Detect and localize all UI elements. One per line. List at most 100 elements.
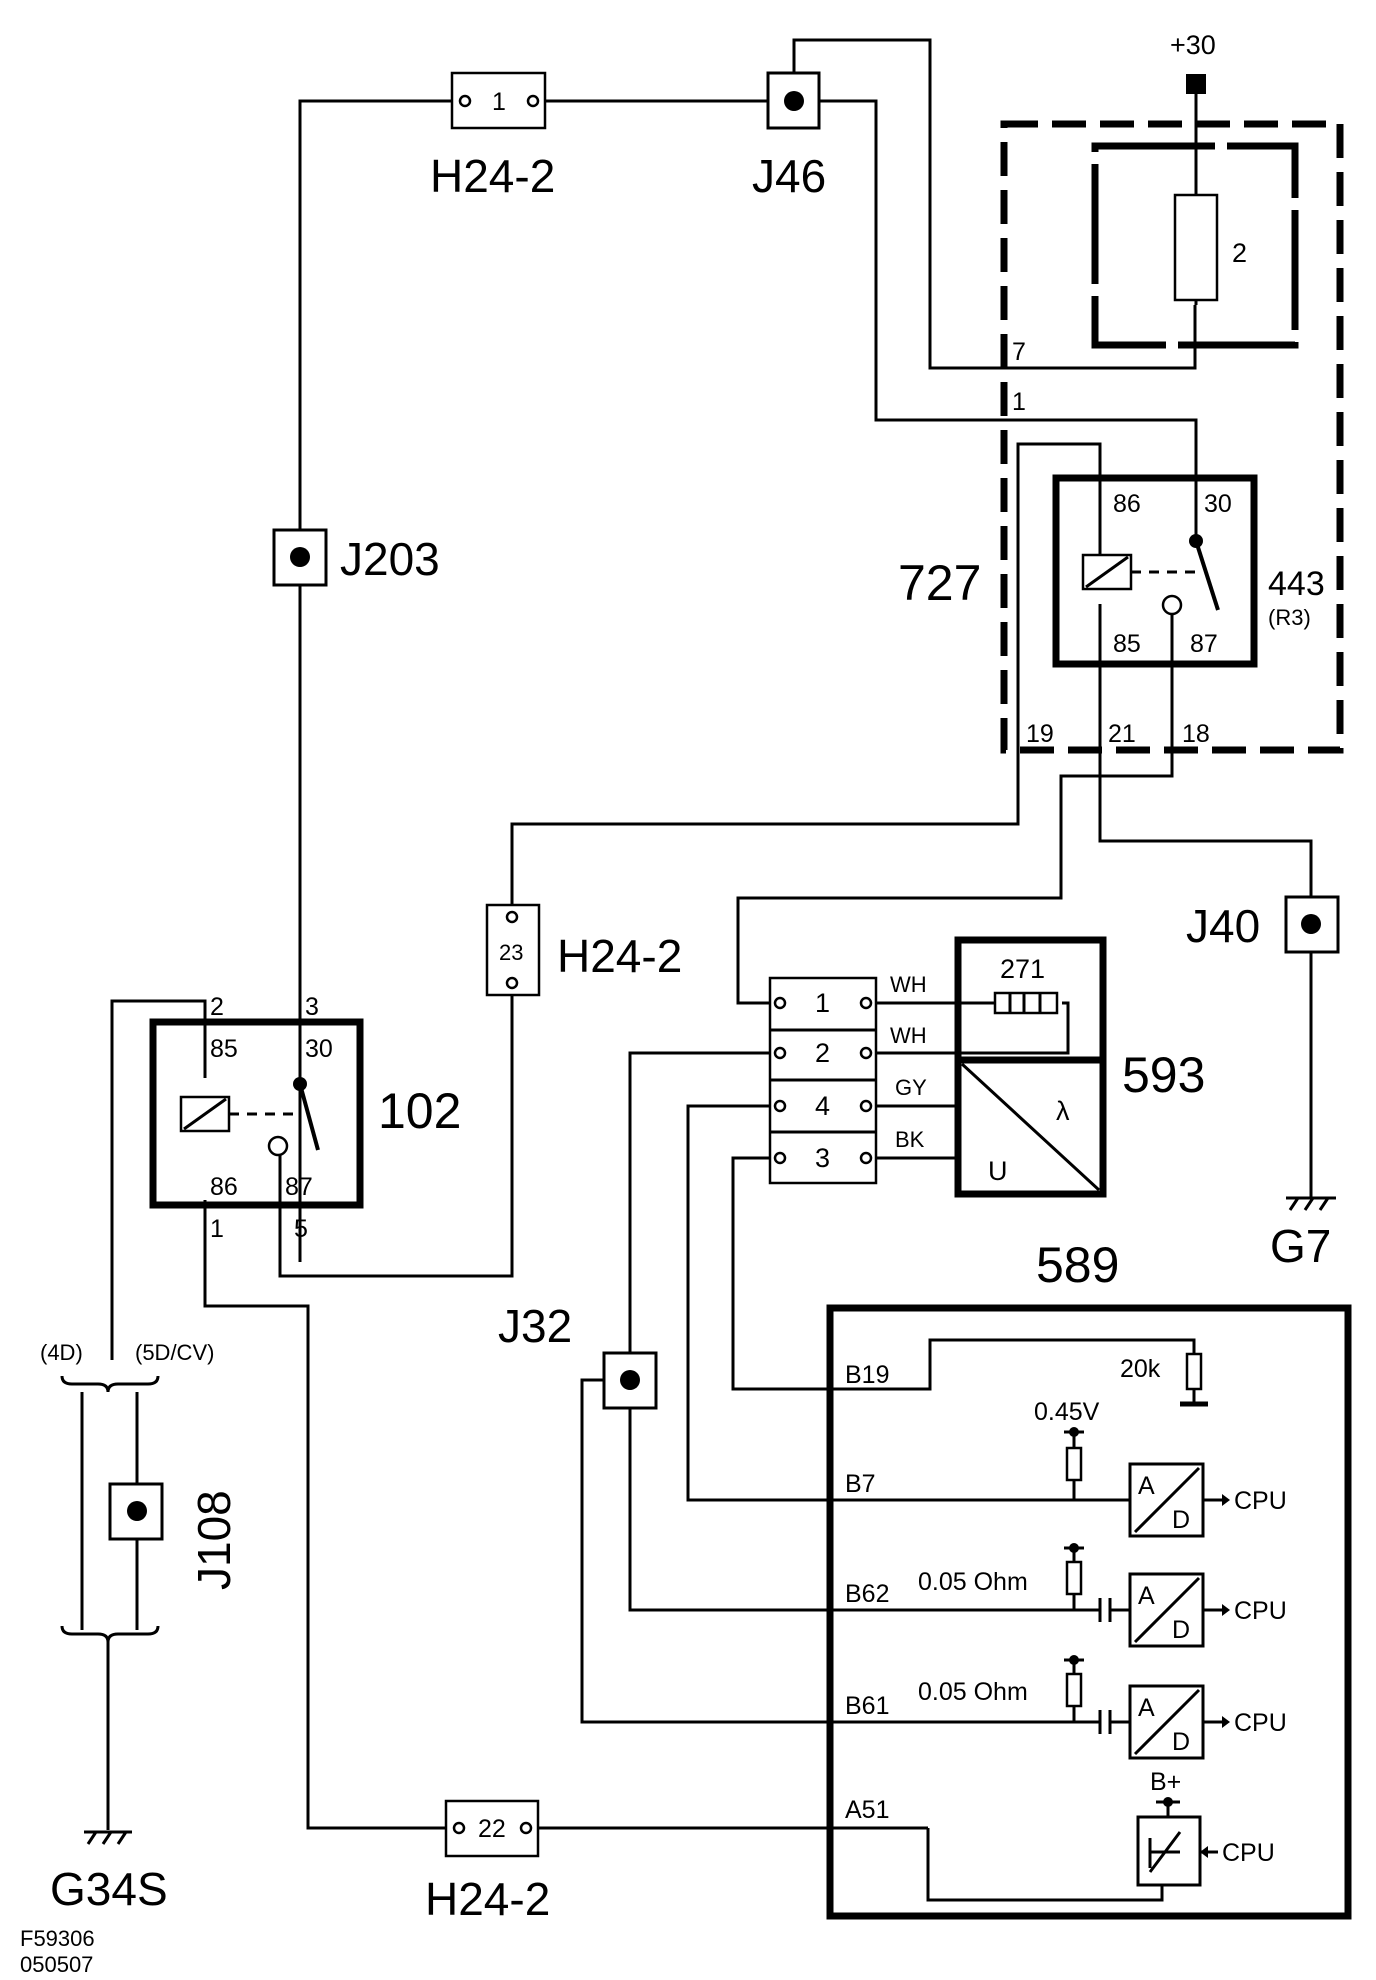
label-h24-2-bottom: H24-2 xyxy=(425,1873,550,1925)
label-g7: G7 xyxy=(1270,1220,1331,1272)
box-pin-7: 7 xyxy=(1012,338,1026,366)
wires xyxy=(80,38,1313,1902)
adc-b62 xyxy=(1128,1572,1205,1648)
box-pin-1: 1 xyxy=(1012,388,1026,416)
wire-color-gy: GY xyxy=(895,1075,927,1100)
plus30-label: +30 xyxy=(1170,30,1216,60)
heater-resistor-icon xyxy=(993,991,1059,1015)
r102-pin30: 30 xyxy=(305,1035,333,1063)
label-j108: J108 xyxy=(188,1490,240,1590)
wire-pin19-h24 xyxy=(510,750,1020,910)
footer-code: F59306 xyxy=(20,1926,95,1951)
label-20k: 20k xyxy=(1120,1355,1161,1383)
r102-pin1: 1 xyxy=(210,1215,224,1243)
label-j32: J32 xyxy=(498,1300,572,1352)
g7-ground-icon xyxy=(1286,1196,1336,1211)
ecu-pin-b61: B61 xyxy=(845,1692,889,1720)
wire-j46-pin1 xyxy=(816,99,1198,535)
wire-j46-pin7 xyxy=(792,38,1197,370)
label-443: 443 xyxy=(1268,565,1325,603)
wire-pin18 xyxy=(736,614,1174,1005)
relay443-contact xyxy=(1194,540,1220,611)
relay-443 xyxy=(1052,474,1258,668)
box-pin-21: 21 xyxy=(1108,720,1136,748)
label-271: 271 xyxy=(1000,954,1045,984)
label-j46: J46 xyxy=(752,150,826,202)
plus30-terminal xyxy=(1186,74,1206,94)
fuse-2 xyxy=(1173,193,1219,302)
label-727: 727 xyxy=(898,555,981,611)
box-pin-19: 19 xyxy=(1026,720,1054,748)
relay-box-727 xyxy=(1000,120,1344,754)
label-h24-2-top: H24-2 xyxy=(430,150,555,202)
wire-102-pin2 xyxy=(110,999,207,1360)
h24-22-left xyxy=(452,1821,466,1835)
adc-b61-a: A xyxy=(1138,1694,1155,1722)
conn-pin-2: 2 xyxy=(815,1038,830,1068)
brace-bottom xyxy=(60,1625,160,1643)
arrow-b62-icon xyxy=(1222,1604,1230,1616)
footer-date: 050507 xyxy=(20,1952,93,1977)
wire-pin3-b19 xyxy=(731,1156,830,1391)
wire-pin19 xyxy=(1016,442,1102,820)
r102-pin87: 87 xyxy=(285,1173,313,1201)
wire-102-pin1 xyxy=(203,1200,446,1830)
conn-pin-4: 4 xyxy=(815,1091,830,1121)
h24-23-bottom xyxy=(505,976,519,990)
h24-22-right xyxy=(519,1821,533,1835)
sensor-u: U xyxy=(988,1156,1008,1186)
label-ohm-61: 0.05 Ohm xyxy=(918,1678,1028,1706)
h24-23-pin: 23 xyxy=(499,940,523,965)
adc-b62-d: D xyxy=(1172,1616,1190,1644)
resistor-ohm-61 xyxy=(1065,1672,1083,1708)
j32-dot xyxy=(620,1370,640,1390)
resistor-20k xyxy=(1185,1352,1203,1391)
label-j203: J203 xyxy=(340,533,440,585)
wire-j32-b61 xyxy=(580,1378,830,1724)
j46-dot xyxy=(784,91,804,111)
box-pin-18: 18 xyxy=(1182,720,1210,748)
wire-pin2-j32 xyxy=(628,1051,830,1612)
transistor-driver-icon xyxy=(1136,1815,1202,1887)
conn-pin-3: 3 xyxy=(815,1143,830,1173)
fuse-2-label: 2 xyxy=(1232,238,1247,268)
h24-1-left xyxy=(458,94,472,108)
arrow-b7-icon xyxy=(1222,1494,1230,1506)
arrow-a51-icon xyxy=(1200,1846,1208,1858)
relay443-pin30: 30 xyxy=(1204,490,1232,518)
ecu-pin-b62: B62 xyxy=(845,1580,889,1608)
h24-1-right xyxy=(526,94,540,108)
variant-5d-cv: (5D/CV) xyxy=(135,1340,214,1365)
r102-pin3: 3 xyxy=(305,993,319,1021)
wire-h24-102-87 xyxy=(278,990,514,1278)
label-h24-2-mid: H24-2 xyxy=(557,930,682,982)
adc-b61 xyxy=(1128,1684,1205,1760)
wire-pin4-b7 xyxy=(686,1104,830,1502)
r102-pin85: 85 xyxy=(210,1035,238,1063)
r102-pin86: 86 xyxy=(210,1173,238,1201)
label-102: 102 xyxy=(378,1083,461,1139)
conn-pin-1: 1 xyxy=(815,988,830,1018)
label-r3: (R3) xyxy=(1268,605,1311,630)
r102-pin2: 2 xyxy=(210,993,224,1021)
cpu-b61: CPU xyxy=(1234,1709,1287,1737)
cpu-b7: CPU xyxy=(1234,1487,1287,1515)
cpu-b62: CPU xyxy=(1234,1597,1287,1625)
label-b-plus: B+ xyxy=(1150,1768,1181,1796)
g34s-ground-icon xyxy=(84,1830,132,1845)
label-589: 589 xyxy=(1036,1237,1119,1293)
adc-b7 xyxy=(1128,1462,1205,1538)
variant-4d: (4D) xyxy=(40,1340,83,1365)
arrow-b61-icon xyxy=(1222,1716,1230,1728)
adc-b62-a: A xyxy=(1138,1582,1155,1610)
resistor-045v xyxy=(1065,1446,1083,1482)
wire-a51-driver xyxy=(926,1828,1164,1902)
ecu-pin-a51: A51 xyxy=(845,1796,889,1824)
adc-b7-a: A xyxy=(1138,1472,1155,1500)
cpu-a51: CPU xyxy=(1222,1839,1275,1867)
adc-b61-d: D xyxy=(1172,1728,1190,1756)
h24-22-pin: 22 xyxy=(478,1815,506,1843)
j40-dot xyxy=(1301,914,1321,934)
label-045v: 0.45V xyxy=(1034,1398,1100,1426)
